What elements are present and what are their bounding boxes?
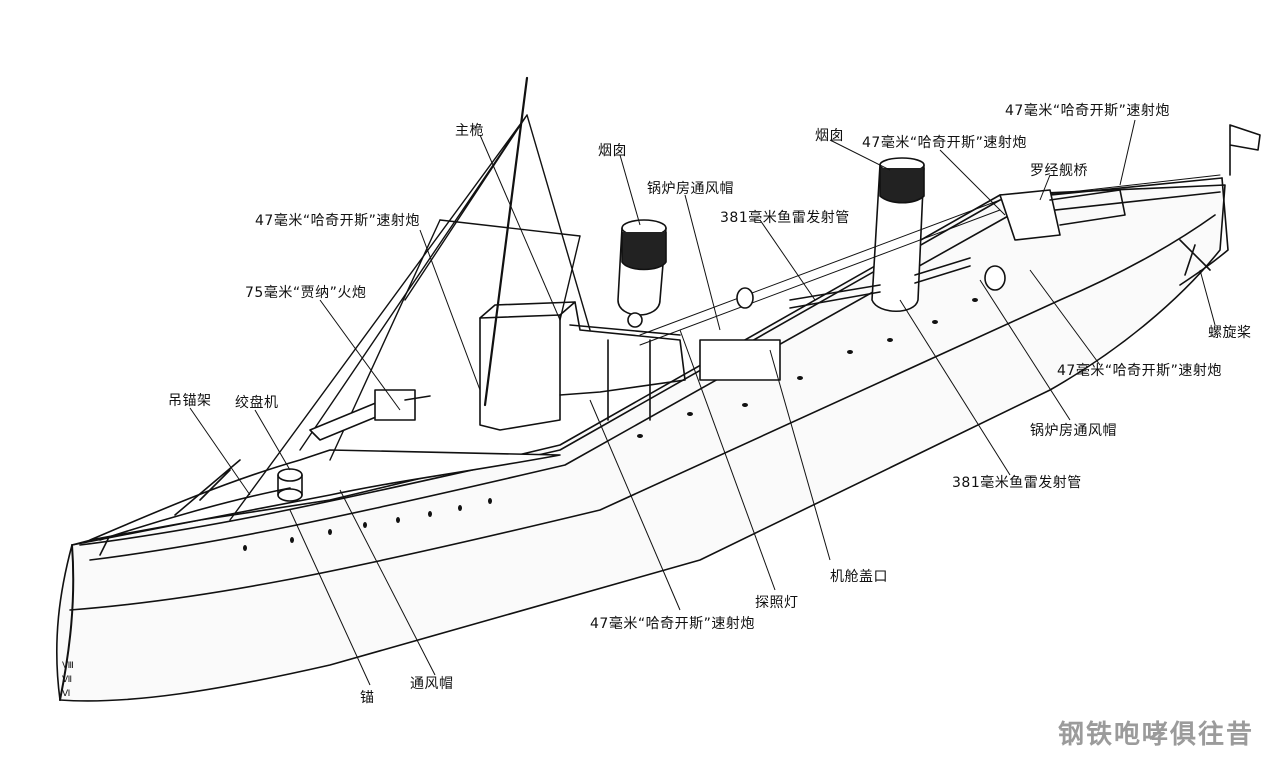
label-gun47-mid-top: 47毫米“哈奇开斯”速射炮 — [862, 135, 1027, 151]
label-funnel-forward: 烟囱 — [598, 143, 627, 159]
watermark: 钢铁咆哮俱往昔 — [1057, 720, 1254, 750]
hull-mark-6: Ⅵ — [62, 689, 70, 699]
gun-75mm — [309, 389, 431, 441]
label-funnel-aft: 烟囱 — [815, 128, 844, 144]
label-capstan: 绞盘机 — [235, 395, 279, 411]
searchlight-shape — [627, 312, 643, 328]
aft-bridge — [999, 189, 1061, 241]
label-engine-hatch: 机舱盖口 — [830, 569, 888, 585]
label-ventilator: 通风帽 — [410, 676, 454, 692]
capstan-group — [277, 468, 303, 502]
label-gun-75mm: 75毫米“贾纳”火炮 — [245, 285, 367, 301]
label-searchlight: 探照灯 — [755, 595, 799, 611]
hull-mark-7: Ⅶ — [62, 675, 72, 685]
anchor-davit — [174, 459, 241, 516]
hull — [56, 184, 1226, 702]
bulwark-line — [89, 191, 1221, 561]
label-gun47-aft-top: 47毫米“哈奇开斯”速射炮 — [1005, 103, 1170, 119]
flag — [1229, 124, 1261, 176]
label-torpedo-tube-top: 381毫米鱼雷发射管 — [720, 210, 850, 226]
bridge-house — [479, 314, 561, 431]
label-gun47-right: 47毫米“哈奇开斯”速射炮 — [1057, 363, 1222, 379]
label-compass-bridge: 罗经舰桥 — [1030, 163, 1088, 179]
label-anchor-davit: 吊锚架 — [168, 393, 212, 409]
forecastle — [89, 449, 561, 541]
label-gun47-bottom: 47毫米“哈奇开斯”速射炮 — [590, 616, 755, 632]
engine-hatch-shape — [699, 339, 781, 381]
label-gun47-forward: 47毫米“哈奇开斯”速射炮 — [255, 213, 420, 229]
hull-mark-8: Ⅷ — [62, 661, 74, 671]
label-propeller: 螺旋桨 — [1208, 325, 1252, 341]
label-boiler-vent-right: 锅炉房通风帽 — [1030, 423, 1117, 439]
label-boiler-vent-top: 锅炉房通风帽 — [647, 181, 734, 197]
funnel-forward — [607, 219, 667, 421]
waterline — [69, 214, 1216, 611]
label-mainmast: 主桅 — [455, 123, 484, 139]
funnel-aft — [871, 157, 925, 312]
label-anchor: 锚 — [360, 690, 375, 706]
leader-lines — [189, 119, 1216, 686]
propeller-shape — [1179, 239, 1211, 276]
torpedo-tube-shape — [789, 284, 881, 309]
label-torpedo-tube-right: 381毫米鱼雷发射管 — [952, 475, 1082, 491]
